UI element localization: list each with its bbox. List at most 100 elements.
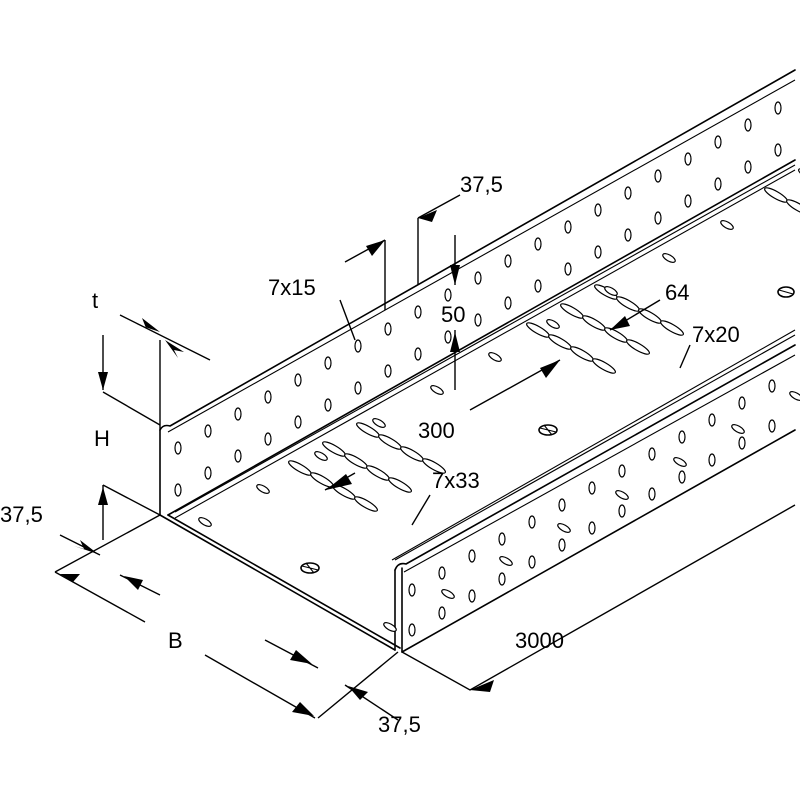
perforation-slot — [430, 385, 444, 395]
perforation-slot — [422, 458, 446, 474]
perforation-slot — [400, 446, 424, 462]
left-wall-bottom-edge — [167, 159, 796, 516]
perforation-slot — [604, 286, 618, 296]
perforation-slot — [288, 460, 312, 476]
slot-bottom-leader — [411, 494, 431, 526]
perforation-slot — [588, 521, 596, 535]
perforation-slot — [384, 364, 392, 378]
perforation-slot — [560, 303, 584, 319]
perforation-slot — [414, 347, 422, 361]
floor-bolt-1 — [300, 562, 320, 574]
perforation-slot — [615, 490, 629, 500]
h-dimension-line — [102, 335, 161, 426]
perforation-slot — [234, 407, 242, 421]
perforation-slot — [499, 556, 513, 566]
perforation-slot — [678, 470, 686, 484]
label-b: B — [168, 628, 183, 653]
floor-perforations — [198, 168, 800, 632]
perforation-slot — [264, 432, 272, 446]
perforation-slot — [438, 566, 446, 580]
perforation-slot — [624, 228, 632, 242]
perforation-slot — [474, 313, 482, 327]
dimension-lines — [54, 194, 796, 721]
perforation-slot — [204, 466, 212, 480]
label-pitch-50: 50 — [441, 302, 465, 327]
perforation-slot — [564, 220, 572, 234]
perforation-slot — [798, 168, 800, 184]
perforation-slot — [618, 504, 626, 518]
floor-left-edge — [174, 164, 796, 513]
left-wall-top-lip — [159, 69, 796, 431]
perforation-slot — [564, 262, 572, 276]
right-wall-top-lip — [394, 344, 796, 571]
label-flange-top: 37,5 — [460, 172, 503, 197]
perforation-slot — [557, 523, 571, 533]
perforation-slot — [408, 623, 416, 637]
perforation-slot — [764, 187, 788, 203]
perforation-slot — [558, 498, 566, 512]
perforation-slot — [662, 253, 676, 263]
flange-top-dimension-line — [344, 194, 461, 310]
perforation-slot — [744, 118, 752, 132]
perforation-slot — [768, 379, 776, 393]
left-wall-perforations — [174, 101, 782, 497]
perforation-slot — [684, 152, 692, 166]
label-flange-left: 37,5 — [0, 502, 43, 527]
b-dimension-line — [54, 514, 399, 719]
perforation-slot — [388, 477, 412, 493]
perforation-slot — [731, 424, 745, 434]
perforation-slot — [372, 418, 386, 428]
perforation-slot — [354, 496, 378, 512]
perforation-slot — [720, 220, 734, 230]
perforation-slot — [546, 319, 560, 329]
label-length: 3000 — [515, 628, 564, 653]
perforation-slot — [626, 339, 650, 355]
perforation-slot — [294, 373, 302, 387]
perforation-slot — [408, 583, 416, 597]
perforation-slot — [264, 390, 272, 404]
perforation-slot — [534, 279, 542, 293]
perforation-slot — [444, 288, 452, 302]
perforation-slot — [344, 453, 368, 469]
perforation-slot — [441, 589, 455, 599]
perforation-slot — [774, 101, 782, 115]
label-slot-end: 7x20 — [692, 322, 740, 347]
perforation-slot — [708, 453, 716, 467]
perforation-slot — [738, 396, 746, 410]
floor-right-edge — [391, 329, 796, 561]
perforation-slot — [618, 464, 626, 478]
perforation-slot — [474, 271, 482, 285]
perforation-slot — [366, 465, 390, 481]
floor-front-inner — [167, 514, 401, 649]
tray-body — [159, 69, 800, 653]
perforation-slot — [354, 381, 362, 395]
perforation-slot — [414, 305, 422, 319]
perforation-slot — [594, 245, 602, 259]
right-wall-perforations — [408, 379, 776, 637]
perforation-slot — [714, 135, 722, 149]
perforation-slot — [673, 457, 687, 467]
perforation-slot — [558, 538, 566, 552]
perforation-slot — [384, 322, 392, 336]
perforation-slot — [616, 296, 640, 312]
right-wall-inner-line — [394, 334, 796, 561]
perforation-slot — [654, 169, 662, 183]
label-pitch-300: 300 — [418, 418, 455, 443]
perforation-slot — [570, 346, 594, 362]
perforation-slot — [534, 237, 542, 251]
perforation-slot — [714, 177, 722, 191]
perforation-slot — [354, 339, 362, 353]
perforation-slot — [504, 254, 512, 268]
slot-end-leader — [679, 344, 691, 369]
perforation-slot — [504, 296, 512, 310]
perforation-slot — [256, 484, 270, 494]
perforation-slot — [582, 315, 606, 331]
perforation-slot — [592, 358, 616, 374]
perforation-slot — [774, 143, 782, 157]
perforation-slot — [488, 352, 502, 362]
perforation-slot — [468, 589, 476, 603]
label-slot-distance: 64 — [665, 280, 689, 305]
perforation-slot — [594, 203, 602, 217]
floor-bolt-2 — [538, 424, 558, 436]
